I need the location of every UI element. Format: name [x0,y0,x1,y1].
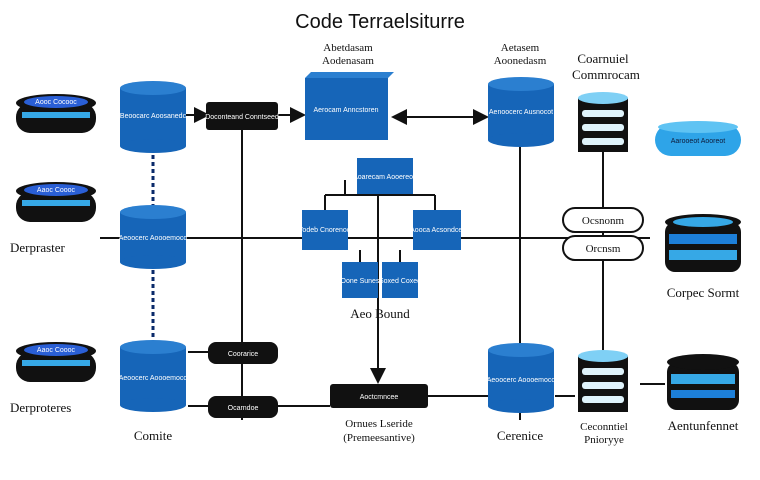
top-box-caption-1: Abetdasam [323,42,373,54]
server-stack-bottom [578,350,628,412]
bottom-right-cyl-caption-2: Pnioryye [584,434,624,446]
disk-mid-left: Aaoc Coooc [16,182,96,222]
center-box-right-label: Aooca Acsondcel [410,227,464,234]
disk-top-left: Aooc Cocooc [16,94,96,133]
blue-pill-label: Aarooeot Aooreot [671,138,726,145]
disk-right-mid [665,214,741,272]
left-caption-1: Derpraster [10,240,66,255]
control-caption-2: Commrocam [572,67,640,82]
bottom-right-caption: Cerenice [497,428,543,443]
pill-1: Ocsnonm [562,207,644,233]
black-box-center-label: Aoctcmncee [360,394,399,401]
disk-bottom-left: Aaoc Coooc [16,342,96,382]
cylinder-left-mid: Aeoocerc Aoooemoco [119,205,188,269]
black-box-bottom-2: Ocarndoe [208,396,278,418]
top-center-box: Aerocam Anncstoren [305,72,394,140]
black-box-bottom-1-label: Coorarice [228,351,258,358]
cylinder-left-mid-label: Aeoocerc Aoooemoco [119,235,188,242]
black-box-bottom-2-label: Ocarndoe [228,405,259,412]
cylinder-right-bottom: Aeoocerc Aoooemoco [487,343,556,413]
disk-mid-left-label: Aaoc Coooc [37,187,76,194]
bottom-center-caption-1: Ornues Lseride [345,418,413,430]
top-right-caption-2: Aoonedasm [494,55,547,67]
bottom-right-cyl-caption-1: Ceconntiel [580,421,628,433]
center-box-right: Aooca Acsondcel [410,210,464,250]
black-box-top: Doconteand Conntseed [205,102,279,130]
cylinder-left-bottom-label: Aeoocerc Aoooemoco [119,375,188,382]
cylinder-right-bottom-label: Aeoocerc Aoooemoco [487,377,556,384]
bottom-left-caption: Comite [134,428,173,443]
disk-bottom-left-label: Aaoc Coooc [37,347,76,354]
diagram-title: Code Terraelsiturre [295,11,465,33]
center-box-left: Vodeb Cnorenocl [298,210,352,250]
disk-top-left-label: Aooc Cocooc [35,99,77,106]
black-box-bottom-1: Coorarice [208,342,278,364]
server-stack-top [578,92,628,152]
left-caption-2: Derproteres [10,400,71,415]
cylinder-left-top: Beoocarc Aoosanedc [120,81,187,153]
pill-2-label: Orcnsm [586,243,621,255]
center-box-top: Aoarecam Aooereon [353,158,417,194]
cylinder-right-top: Aenoocerc Ausnocot [488,77,554,147]
black-box-center: Aoctcmncee [330,384,428,408]
center-box-left-label: Vodeb Cnorenocl [298,227,352,234]
center-box-small-2: Soxed Coxed [379,262,421,298]
pill-2: Orcnsm [562,235,644,261]
center-box-small-2-label: Soxed Coxed [379,278,421,285]
blue-pill: Aarooeot Aooreot [655,121,741,156]
cylinder-right-top-label: Aenoocerc Ausnocot [489,109,553,116]
top-right-caption-1: Aetasem [501,42,540,54]
top-box-caption-2: Aodenasam [322,55,374,67]
top-center-box-label: Aerocam Anncstoren [314,107,379,114]
center-caption: Aeo Bound [350,306,410,321]
bottom-far-right-caption: Aentunfennet [668,418,739,433]
pill-1-label: Ocsnonm [582,215,625,227]
black-box-top-label: Doconteand Conntseed [205,114,279,121]
center-box-small-1-label: Oone Sunes [341,278,380,285]
control-caption-1: Coarnuiel [577,51,629,66]
cylinder-left-top-label: Beoocarc Aoosanedc [120,113,187,120]
disk-right-bottom [667,354,739,410]
connectors [100,105,665,420]
cylinder-left-bottom: Aeoocerc Aoooemoco [119,340,188,412]
center-box-small-1: Oone Sunes [341,262,380,298]
center-box-top-label: Aoarecam Aooereon [353,174,417,181]
bottom-center-caption-2: (Premeesantive) [343,432,415,444]
right-caption: Corpec Sormt [667,285,740,300]
